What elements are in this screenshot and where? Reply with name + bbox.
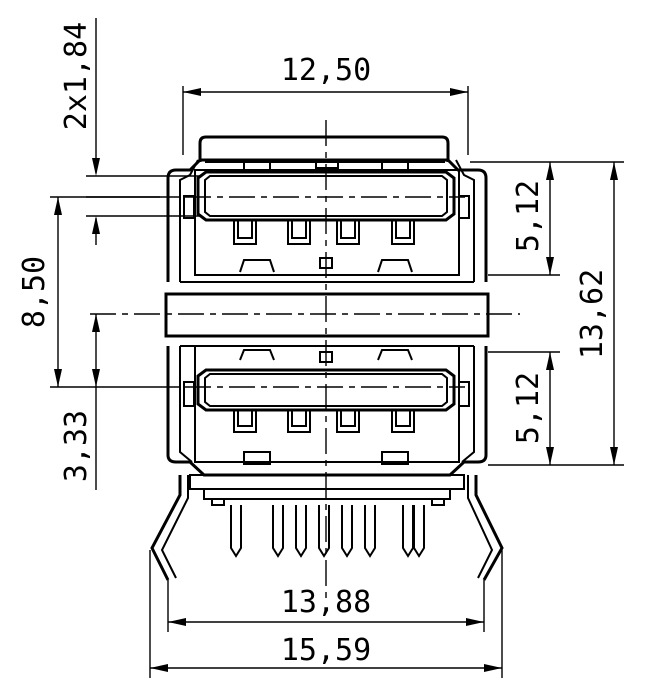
dim-total-height-label: 13,62 [575, 269, 610, 359]
dim-pin-span: 13,88 [167, 580, 485, 632]
center-lines [90, 120, 520, 600]
dim-lower-port-height-label: 5,12 [511, 372, 546, 444]
dim-port-spacing-label: 8,50 [17, 256, 52, 328]
dim-lower-port-height: 5,12 [488, 351, 560, 466]
dim-pitch-label: 2x1,84 [59, 22, 94, 130]
upper-usb-port [194, 159, 460, 276]
dim-top-width-label: 12,50 [281, 53, 371, 88]
dim-port-spacing: 8,50 [17, 196, 180, 388]
dim-base-offset-label: 3,33 [59, 410, 94, 482]
dim-upper-port-height-label: 5,12 [511, 180, 546, 252]
dim-base-offset: 3,33 [59, 314, 100, 490]
signal-pins [230, 505, 425, 558]
dim-pin-span-label: 13,88 [281, 585, 371, 620]
mounting-legs [150, 475, 504, 581]
dim-overall-width: 15,59 [149, 550, 503, 678]
dim-overall-width-label: 15,59 [281, 633, 371, 668]
lower-usb-port [194, 345, 460, 465]
dim-upper-port-height: 5,12 [470, 161, 560, 276]
dim-top-width: 12,50 [182, 53, 469, 155]
dim-total-height: 13,62 [560, 161, 624, 466]
connector-body [164, 135, 490, 506]
dim-pitch: 2x1,84 [59, 18, 200, 245]
